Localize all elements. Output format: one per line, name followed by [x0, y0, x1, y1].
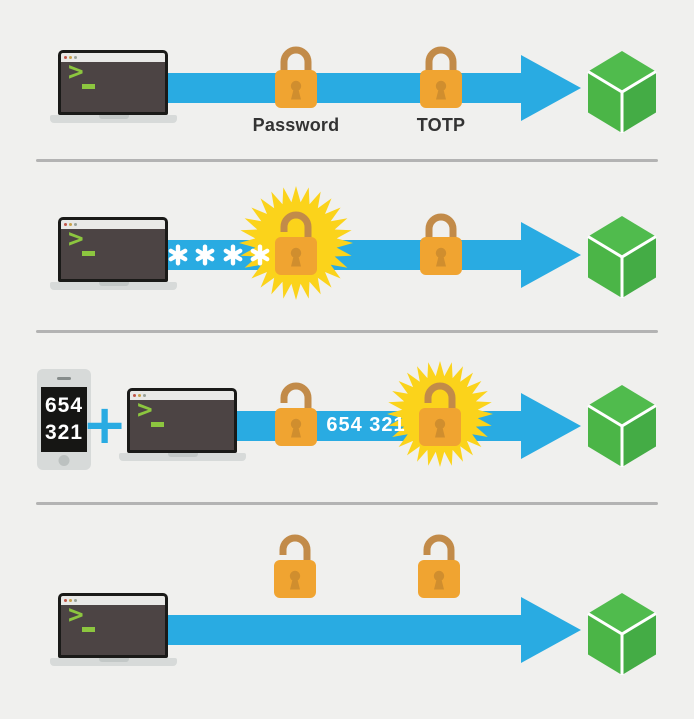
laptop-hinge-notch [98, 658, 129, 662]
padlock-open-icon [273, 534, 317, 598]
padlock-open-icon [274, 382, 318, 446]
laptop-terminal-icon: > [50, 217, 177, 290]
laptop-hinge-notch [98, 115, 129, 119]
asterisk-icon [168, 244, 188, 266]
arrow-head-icon [521, 55, 581, 121]
asterisk-icon [223, 244, 243, 266]
terminal-window: > [130, 395, 234, 450]
arrow-head-icon [521, 597, 581, 663]
window-button-icon [69, 56, 72, 59]
padlock-open-icon [274, 211, 318, 275]
terminal-titlebar [61, 53, 165, 62]
window-button-icon [74, 223, 77, 226]
asterisk-icon [250, 244, 270, 266]
arrow-shaft [165, 615, 521, 645]
laptop-hinge-notch [98, 282, 129, 286]
smartphone-icon: 654 321 [37, 369, 91, 470]
row-divider [36, 330, 658, 333]
totp-label: TOTP [416, 115, 466, 135]
masked-password [167, 244, 271, 266]
terminal-window: > [61, 600, 165, 655]
window-button-icon [138, 394, 141, 397]
window-button-icon [64, 223, 67, 226]
padlock-open-icon [417, 534, 461, 598]
laptop-base [50, 658, 177, 666]
padlock-closed-icon [274, 44, 318, 108]
phone-screen: 654 321 [41, 387, 87, 452]
laptop-base [50, 282, 177, 290]
arrow-head-icon [521, 393, 581, 459]
laptop-hinge-notch [167, 453, 198, 457]
window-button-icon [64, 599, 67, 602]
padlock-open-icon [418, 382, 462, 446]
window-button-icon [143, 394, 146, 397]
terminal-titlebar [61, 596, 165, 605]
arrow-shaft [165, 73, 521, 103]
server-cube-icon [587, 384, 657, 468]
terminal-window: > [61, 57, 165, 112]
row-divider [36, 159, 658, 162]
window-button-icon [69, 223, 72, 226]
window-button-icon [74, 599, 77, 602]
laptop-terminal-icon: > [50, 593, 177, 666]
terminal-prompt: > [68, 57, 84, 87]
terminal-cursor-icon [82, 84, 95, 89]
padlock-closed-icon [419, 44, 463, 108]
terminal-prompt: > [137, 395, 153, 425]
laptop-screen: > [58, 50, 168, 115]
totp-code-on-arrow: 654 321 [326, 414, 406, 436]
laptop-terminal-icon: > [50, 50, 177, 123]
laptop-base [119, 453, 246, 461]
terminal-cursor-icon [82, 251, 95, 256]
row-divider [36, 502, 658, 505]
terminal-cursor-icon [82, 627, 95, 632]
window-button-icon [133, 394, 136, 397]
totp-code-display: 654 321 [41, 392, 87, 446]
terminal-titlebar [61, 220, 165, 229]
plus-sign: + [82, 393, 128, 456]
terminal-titlebar [130, 391, 234, 400]
server-cube-icon [587, 50, 657, 134]
phone-speaker-icon [57, 377, 71, 380]
password-label: Password [252, 115, 340, 135]
window-button-icon [74, 56, 77, 59]
window-button-icon [64, 56, 67, 59]
totp-code-line2: 321 [44, 421, 84, 444]
laptop-base [50, 115, 177, 123]
arrow-head-icon [521, 222, 581, 288]
window-button-icon [69, 599, 72, 602]
laptop-screen: > [58, 593, 168, 658]
asterisk-icon [195, 244, 215, 266]
terminal-prompt: > [68, 224, 84, 254]
server-cube-icon [587, 592, 657, 676]
laptop-screen: > [127, 388, 237, 453]
terminal-cursor-icon [151, 422, 164, 427]
phone-home-button-icon [58, 455, 70, 466]
server-cube-icon [587, 215, 657, 299]
terminal-prompt: > [68, 600, 84, 630]
padlock-closed-icon [419, 211, 463, 275]
laptop-screen: > [58, 217, 168, 282]
totp-code-line1: 654 [44, 394, 84, 417]
laptop-terminal-icon: > [119, 388, 246, 461]
terminal-window: > [61, 224, 165, 279]
